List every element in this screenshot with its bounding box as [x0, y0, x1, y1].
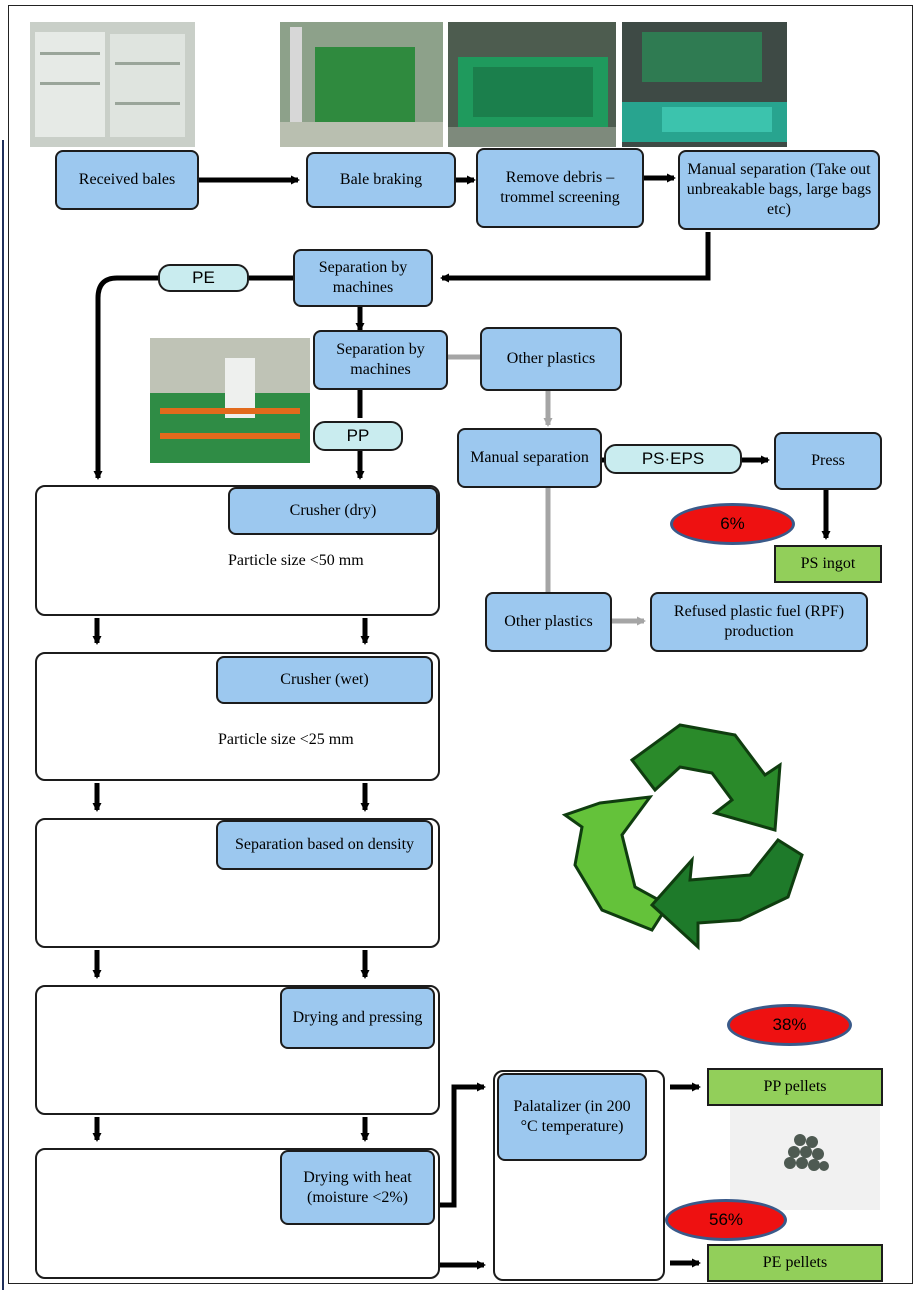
label-ps-eps: PS·EPS	[604, 444, 742, 474]
step-separation-machines-1: Separation by machines	[293, 249, 433, 307]
recycle-symbol-icon	[540, 705, 810, 955]
note-particle-size-dry: Particle size <50 mm	[228, 552, 364, 569]
step-remove-debris: Remove debris –trommel screening	[476, 148, 644, 228]
photo-manual-separation	[622, 22, 787, 147]
photo-pellets	[730, 1090, 880, 1210]
photo-trommel	[448, 22, 616, 147]
output-pp-pellets: PP pellets	[707, 1068, 883, 1106]
output-ps-ingot: PS ingot	[774, 545, 882, 583]
step-other-plastics-1: Other plastics	[480, 327, 622, 391]
step-drying-pressing: Drying and pressing	[280, 987, 435, 1049]
photo-machine-separation	[150, 338, 310, 463]
label-pp: PP	[313, 421, 403, 451]
note-particle-size-wet: Particle size <25 mm	[218, 731, 354, 748]
left-edge-line	[2, 140, 4, 1290]
step-press: Press	[774, 432, 882, 490]
step-manual-separation-2: Manual separation	[457, 428, 602, 488]
step-manual-separation: Manual separation (Take out unbreakable …	[678, 150, 880, 230]
step-density-separation: Separation based on density	[216, 820, 433, 870]
step-other-plastics-2: Other plastics	[485, 592, 612, 652]
diagram-frame	[8, 5, 913, 1284]
label-pe: PE	[158, 264, 249, 292]
step-bale-braking: Bale braking	[306, 152, 456, 208]
output-pe-pellets: PE pellets	[707, 1244, 883, 1282]
step-separation-machines-2: Separation by machines	[313, 330, 448, 390]
badge-ps-percent: 6%	[670, 503, 795, 545]
step-crusher-dry: Crusher (dry)	[228, 487, 438, 535]
badge-pe-percent: 56%	[665, 1199, 787, 1241]
badge-pp-percent: 38%	[727, 1004, 852, 1046]
step-drying-heat: Drying with heat (moisture <2%)	[280, 1150, 435, 1225]
step-crusher-wet: Crusher (wet)	[216, 656, 433, 704]
photo-received-bales	[30, 22, 195, 147]
step-palatalizer: Palatalizer (in 200 °C temperature)	[497, 1073, 647, 1161]
photo-bale-breaking	[280, 22, 443, 147]
step-received-bales: Received bales	[55, 150, 199, 210]
step-rpf-production: Refused plastic fuel (RPF) production	[650, 592, 868, 652]
